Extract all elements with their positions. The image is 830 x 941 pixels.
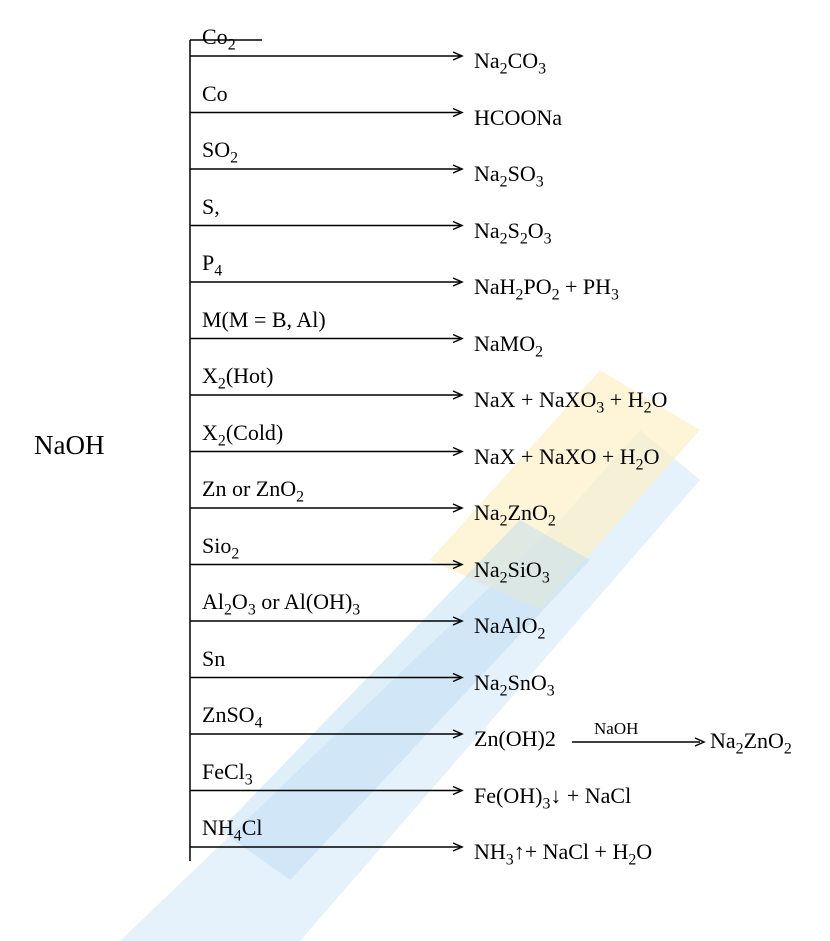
branch-arrowhead [452, 446, 464, 457]
branch-reagent: S, [202, 193, 220, 219]
branch-reagent: X2(Cold) [202, 419, 284, 450]
branch-product: Na2CO3 [474, 48, 547, 78]
branch-product: Na2SnO3 [474, 669, 555, 700]
branch-product: Na2ZnO2 [474, 500, 556, 530]
branch-reagent: Zn or ZnO2 [202, 476, 305, 506]
branch-product: Zn(OH)2 [474, 726, 556, 751]
branch-product: Na2SiO3 [474, 556, 550, 587]
branch-arrowhead [452, 277, 464, 287]
branch-reagent: Sio2 [202, 532, 240, 563]
branch-reagent: X2(Hot) [202, 363, 274, 393]
branch-reagent: FeCl3 [202, 758, 253, 789]
branch-reagent: SO2 [202, 137, 239, 167]
branch-product: NH3↑+ NaCl + H2O [474, 839, 653, 869]
branch-reagent: M(M = B, Al) [202, 306, 326, 332]
second-step-arrowhead [694, 737, 706, 747]
second-step-label: NaOH [594, 719, 639, 738]
branch-arrowhead [452, 220, 464, 231]
branch-product: NaMO2 [474, 330, 544, 361]
branch-arrowhead [452, 559, 464, 570]
branch-arrowhead [452, 672, 464, 683]
branch-arrowhead [452, 164, 464, 174]
branch-arrowhead [452, 729, 464, 739]
branch-arrowhead [452, 51, 464, 61]
branch-product: Fe(OH)3↓ + NaCl [474, 782, 632, 813]
central-reagent-title: NaOH [34, 430, 105, 460]
branch-arrowhead [452, 390, 464, 400]
branch-reagent: NH4Cl [202, 815, 263, 845]
branch-arrowhead [452, 107, 464, 118]
branch-arrowhead [452, 503, 464, 513]
branch-arrowhead [452, 616, 464, 626]
branch-arrowhead [452, 785, 464, 796]
branch-arrowhead [452, 842, 464, 852]
branch-reagent: Al2O3 or Al(OH)3 [202, 589, 361, 619]
branch-reagent: ZnSO4 [202, 702, 263, 732]
branch-arrowhead [452, 333, 464, 344]
branch-product: NaX + NaXO + H2O [474, 443, 660, 474]
branch-reagent: Co2 [202, 24, 236, 54]
branch-product: HCOONa [474, 104, 562, 130]
second-step-product: Na2ZnO2 [710, 728, 792, 758]
branch-reagent: Co [202, 80, 228, 106]
branch-product: NaH2PO2 + PH3 [474, 274, 619, 304]
branch-product: Na2S2O3 [474, 217, 552, 248]
branch-reagent: P4 [202, 250, 223, 280]
branch-product: NaAlO2 [474, 613, 546, 643]
branch-product: Na2SO3 [474, 161, 544, 191]
branch-reagent: Sn [202, 645, 226, 671]
branch-product: NaX + NaXO3 + H2O [474, 387, 668, 417]
